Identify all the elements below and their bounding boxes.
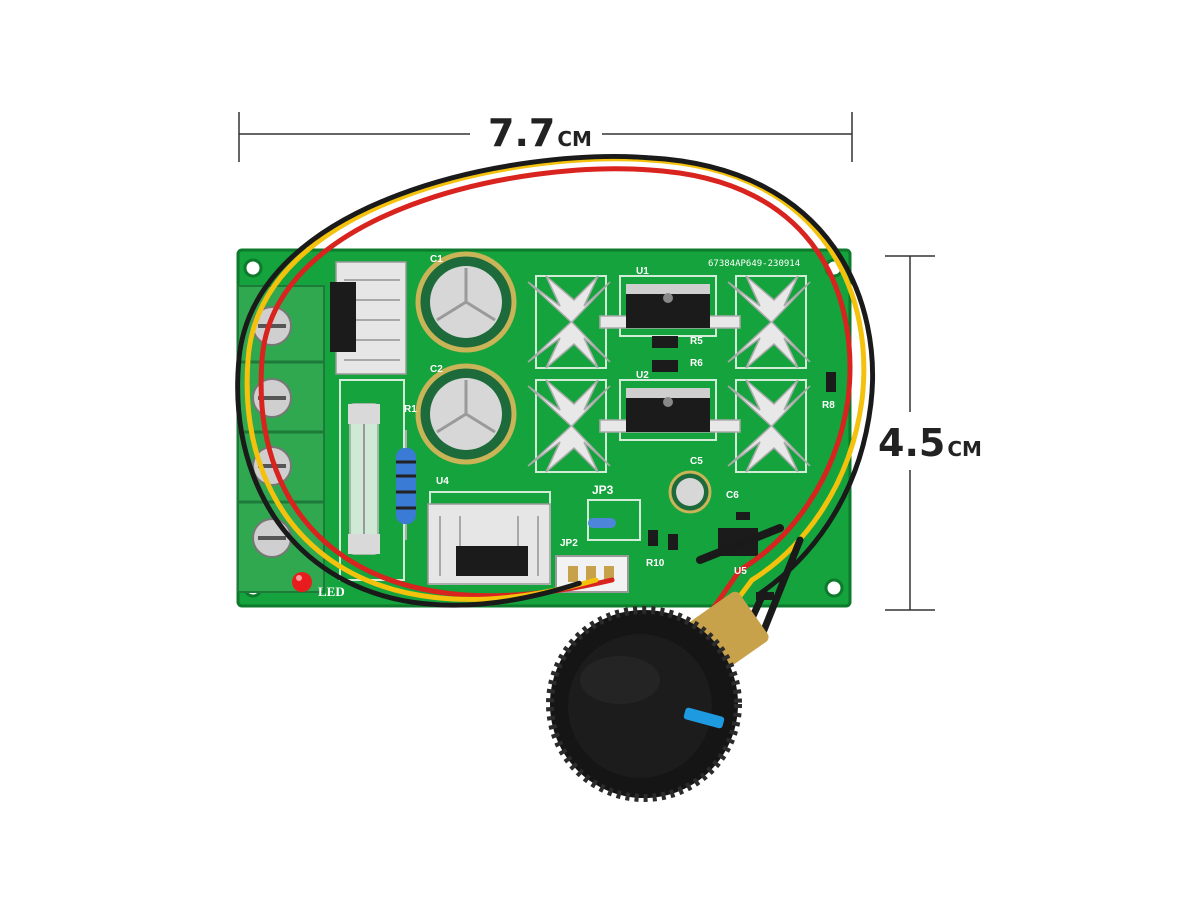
smd-components (648, 336, 836, 600)
width-dimension-line (238, 112, 853, 162)
regulator-u4-heatsink (427, 503, 551, 585)
glass-fuse (348, 403, 380, 555)
width-value: 7.7 (488, 111, 556, 155)
height-unit: CM (947, 437, 982, 461)
capacitor-c2 (415, 363, 517, 465)
capacitor-c5 (668, 470, 712, 514)
potentiometer (546, 591, 769, 802)
status-led (292, 572, 312, 592)
capacitor-c1 (415, 251, 517, 353)
height-dimension-line (885, 255, 935, 611)
width-unit: CM (557, 127, 592, 151)
mosfet-u1 (626, 284, 710, 328)
mosfet-u2 (626, 388, 710, 432)
top-left-heatsink (330, 261, 407, 375)
height-value: 4.5 (878, 421, 946, 465)
knob-indicator-icon (683, 707, 725, 729)
connector-jp2 (555, 555, 629, 593)
resistor-r1 (396, 430, 416, 540)
blue-resistor-jp3 (588, 518, 616, 528)
